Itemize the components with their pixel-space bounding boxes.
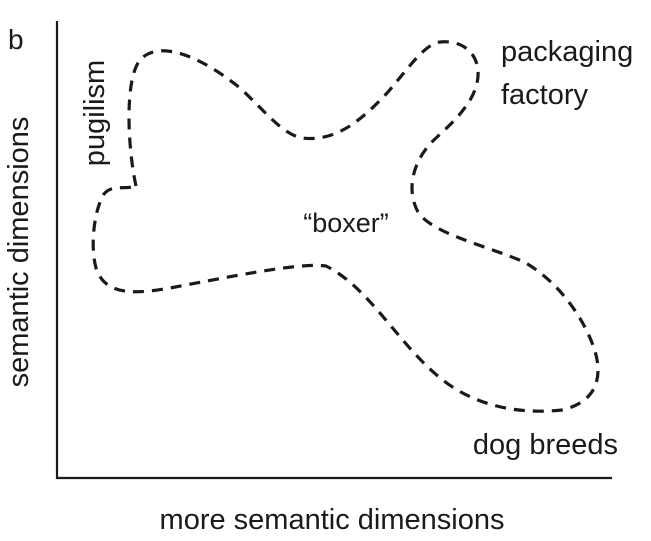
- sense-label-pugilism: pugilism: [79, 60, 111, 166]
- y-axis-label: semantic dimensions: [3, 117, 35, 388]
- sense-label-factory: factory: [501, 79, 589, 111]
- sense-label-packaging: packaging: [501, 36, 633, 68]
- x-axis-label: more semantic dimensions: [160, 504, 505, 536]
- center-word-label: “boxer”: [303, 208, 389, 238]
- sense-label-dog-breeds: dog breeds: [473, 429, 618, 461]
- boxer-meaning-region: [91, 40, 600, 413]
- panel-letter: b: [8, 24, 24, 55]
